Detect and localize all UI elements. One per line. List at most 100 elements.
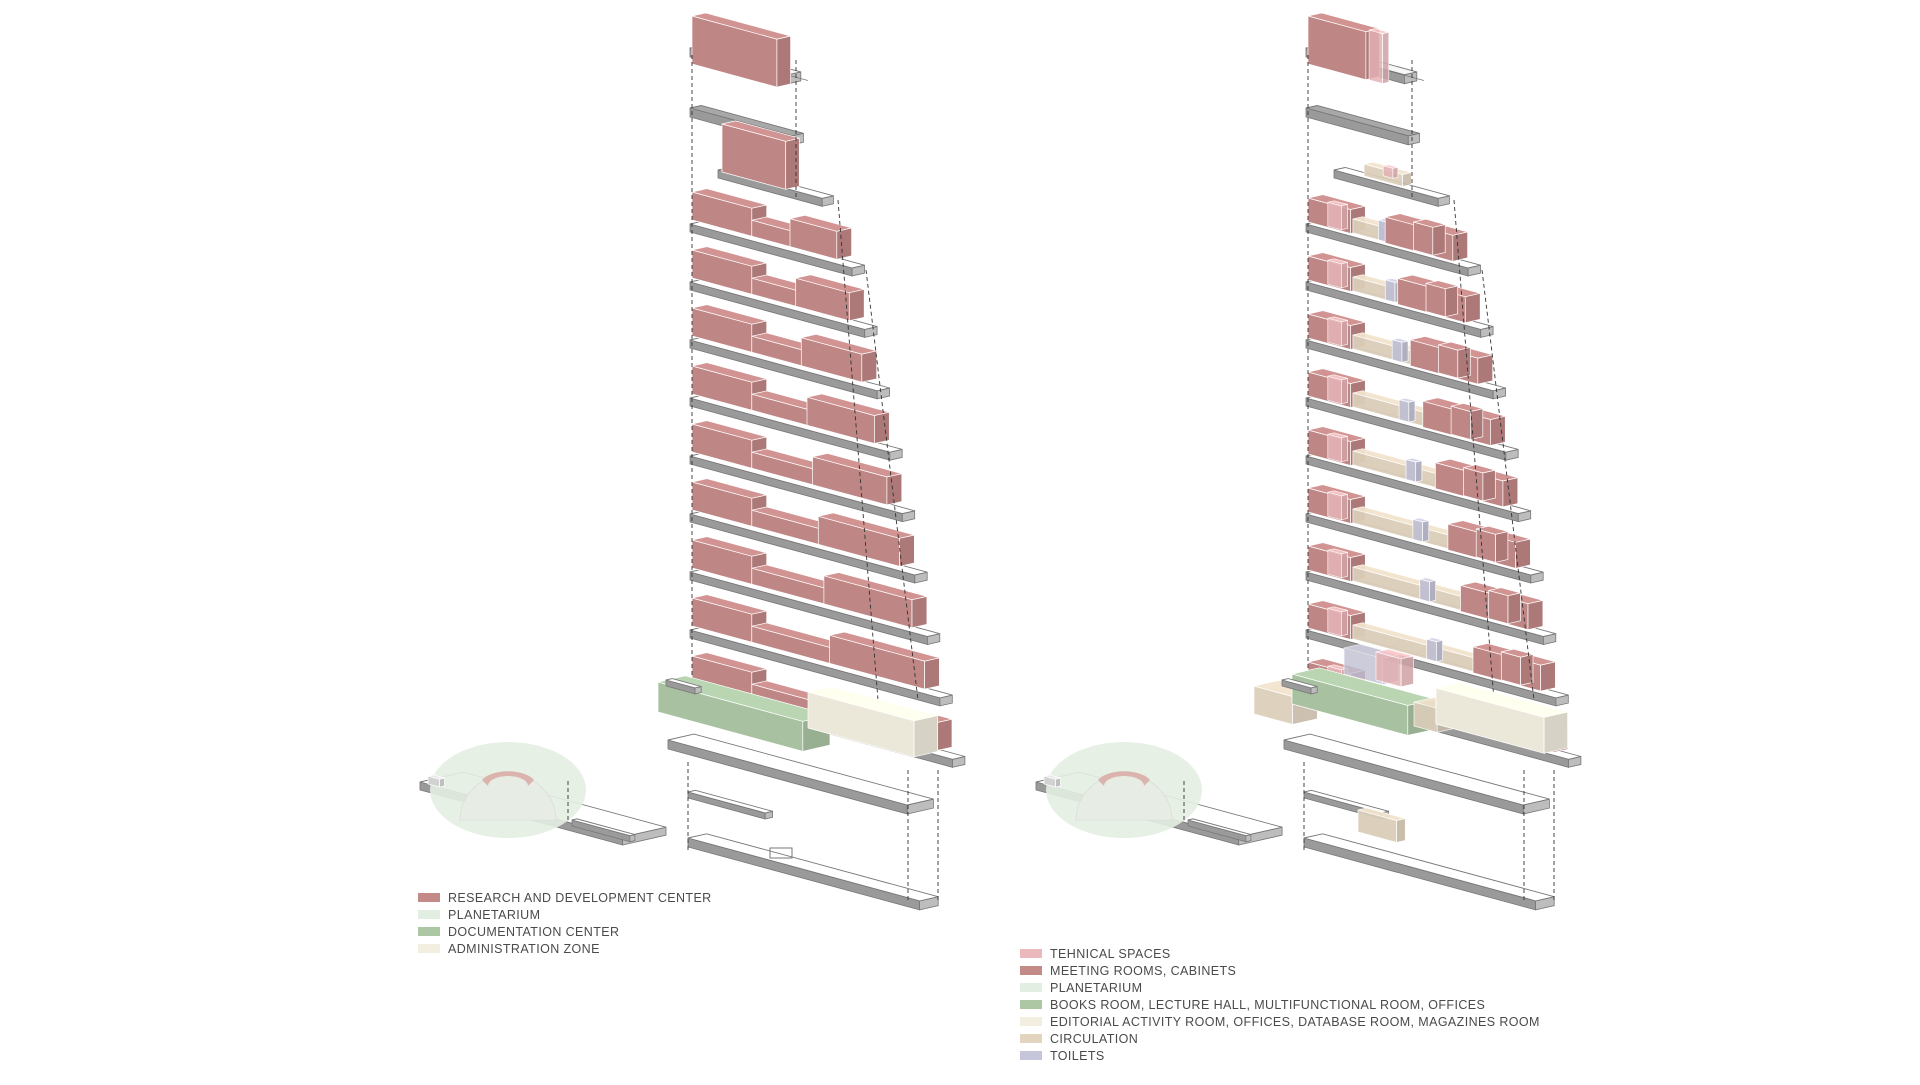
slab-top — [687, 833, 939, 902]
volume-top — [1405, 457, 1422, 463]
technical-volume — [1327, 258, 1348, 289]
volume-side — [874, 411, 890, 444]
volume-side — [1436, 639, 1443, 663]
volume-front — [1419, 578, 1430, 603]
volume-top — [1501, 648, 1534, 658]
legend-swatch — [1020, 1017, 1042, 1026]
slab-front-edge — [1283, 739, 1524, 815]
slab-front-edge — [667, 739, 908, 815]
projection-line — [1481, 269, 1535, 701]
volume-top — [1327, 316, 1348, 323]
volume-top — [795, 274, 865, 294]
research-volume — [812, 453, 903, 506]
toilets-volume — [1419, 577, 1437, 603]
slab-top — [667, 733, 934, 806]
stair-slab — [665, 678, 702, 695]
volume-top — [806, 393, 890, 416]
volume-top — [1438, 341, 1471, 351]
volume-top — [691, 420, 767, 441]
projection-line — [865, 269, 919, 701]
legend-label: DOCUMENTATION CENTER — [448, 924, 620, 939]
volume-top — [829, 631, 940, 662]
meeting-volume — [1450, 403, 1484, 440]
slab-top — [689, 510, 928, 576]
volume-top — [1327, 490, 1348, 497]
legend-label: ADMINISTRATION ZONE — [448, 941, 600, 956]
technical-volume — [1327, 548, 1348, 579]
floor-slab — [689, 626, 953, 707]
volume-side — [1507, 592, 1521, 625]
volume-side — [1382, 31, 1390, 85]
legend-swatch — [418, 927, 440, 936]
volume-side — [1444, 285, 1459, 318]
volume-top — [1435, 682, 1568, 718]
legend-swatch — [1020, 983, 1042, 992]
volume-side — [924, 657, 940, 690]
ramp-slab — [687, 789, 773, 820]
legend-item-administration: ADMINISTRATION ZONE — [418, 940, 712, 957]
volume-side — [1055, 777, 1061, 788]
volume-side — [1341, 435, 1348, 463]
volume-side — [836, 227, 852, 260]
volume-side — [1341, 261, 1348, 289]
legend-label: RESEARCH AND DEVELOPMENT CENTER — [448, 890, 712, 905]
site-ramp — [1187, 818, 1252, 843]
volume-front — [1327, 375, 1342, 405]
research-volume — [817, 512, 915, 567]
volume-side — [1400, 655, 1414, 688]
technical-volume — [1368, 28, 1390, 85]
volume-side — [1402, 172, 1412, 187]
volume-top — [691, 246, 767, 267]
legend-item-editorial: EDITORIAL ACTIVITY ROOM, OFFICES, DATABA… — [1020, 1013, 1540, 1030]
research-volume — [800, 333, 878, 383]
site-block — [1043, 774, 1061, 788]
volume-top — [691, 652, 767, 673]
legend-swatch — [1020, 1034, 1042, 1043]
legend-label: CIRCULATION — [1050, 1031, 1139, 1046]
volume-top — [1399, 397, 1416, 403]
volume-top — [1476, 525, 1508, 535]
volume-side — [1341, 609, 1348, 637]
volume-front — [1426, 638, 1437, 663]
slab-top — [665, 678, 702, 689]
legend-label: PLANETARIUM — [448, 907, 541, 922]
research-volume — [691, 12, 791, 88]
volume-top — [818, 512, 915, 539]
volume-side — [1543, 711, 1568, 754]
slab-top — [689, 336, 890, 392]
volume-front — [1391, 339, 1403, 363]
legend-item-research: RESEARCH AND DEVELOPMENT CENTER — [418, 889, 712, 906]
volume-side — [1429, 579, 1437, 603]
volume-front — [1463, 467, 1484, 502]
volume-top — [1357, 807, 1406, 821]
volume-top — [691, 362, 767, 383]
right-exploded-axonometric — [1035, 12, 1582, 911]
meeting-volume — [1463, 464, 1496, 502]
technical-volume — [1327, 316, 1348, 347]
volume-front — [1327, 201, 1342, 231]
meeting-volume — [1500, 648, 1534, 686]
technical-volume — [1375, 648, 1414, 688]
legend-item-toilets: TOILETS — [1020, 1047, 1540, 1064]
volume-top — [823, 572, 927, 601]
legend-item-books: BOOKS ROOM, LECTURE HALL, MULTIFUNCTIONA… — [1020, 996, 1540, 1013]
volume-side — [776, 35, 791, 88]
volume-top — [812, 453, 902, 478]
slab-front-edge — [1303, 837, 1536, 911]
legend-label: TEHNICAL SPACES — [1050, 946, 1171, 961]
volume-side — [439, 777, 445, 788]
stair-slab — [1281, 678, 1318, 695]
volume-side — [1415, 460, 1423, 483]
volume-top — [1327, 606, 1348, 613]
volume-top — [1425, 280, 1458, 290]
technical-volume — [1327, 200, 1348, 231]
legend-item-meeting: MEETING ROOMS, CABINETS — [1020, 962, 1540, 979]
research-volume — [823, 572, 928, 629]
legend-item-documentation: DOCUMENTATION CENTER — [418, 923, 712, 940]
volume-front — [1327, 433, 1342, 463]
volume-front — [1327, 259, 1342, 289]
slab-top — [1187, 818, 1252, 837]
administration-volume — [1435, 682, 1568, 754]
legend-swatch — [1020, 949, 1042, 958]
